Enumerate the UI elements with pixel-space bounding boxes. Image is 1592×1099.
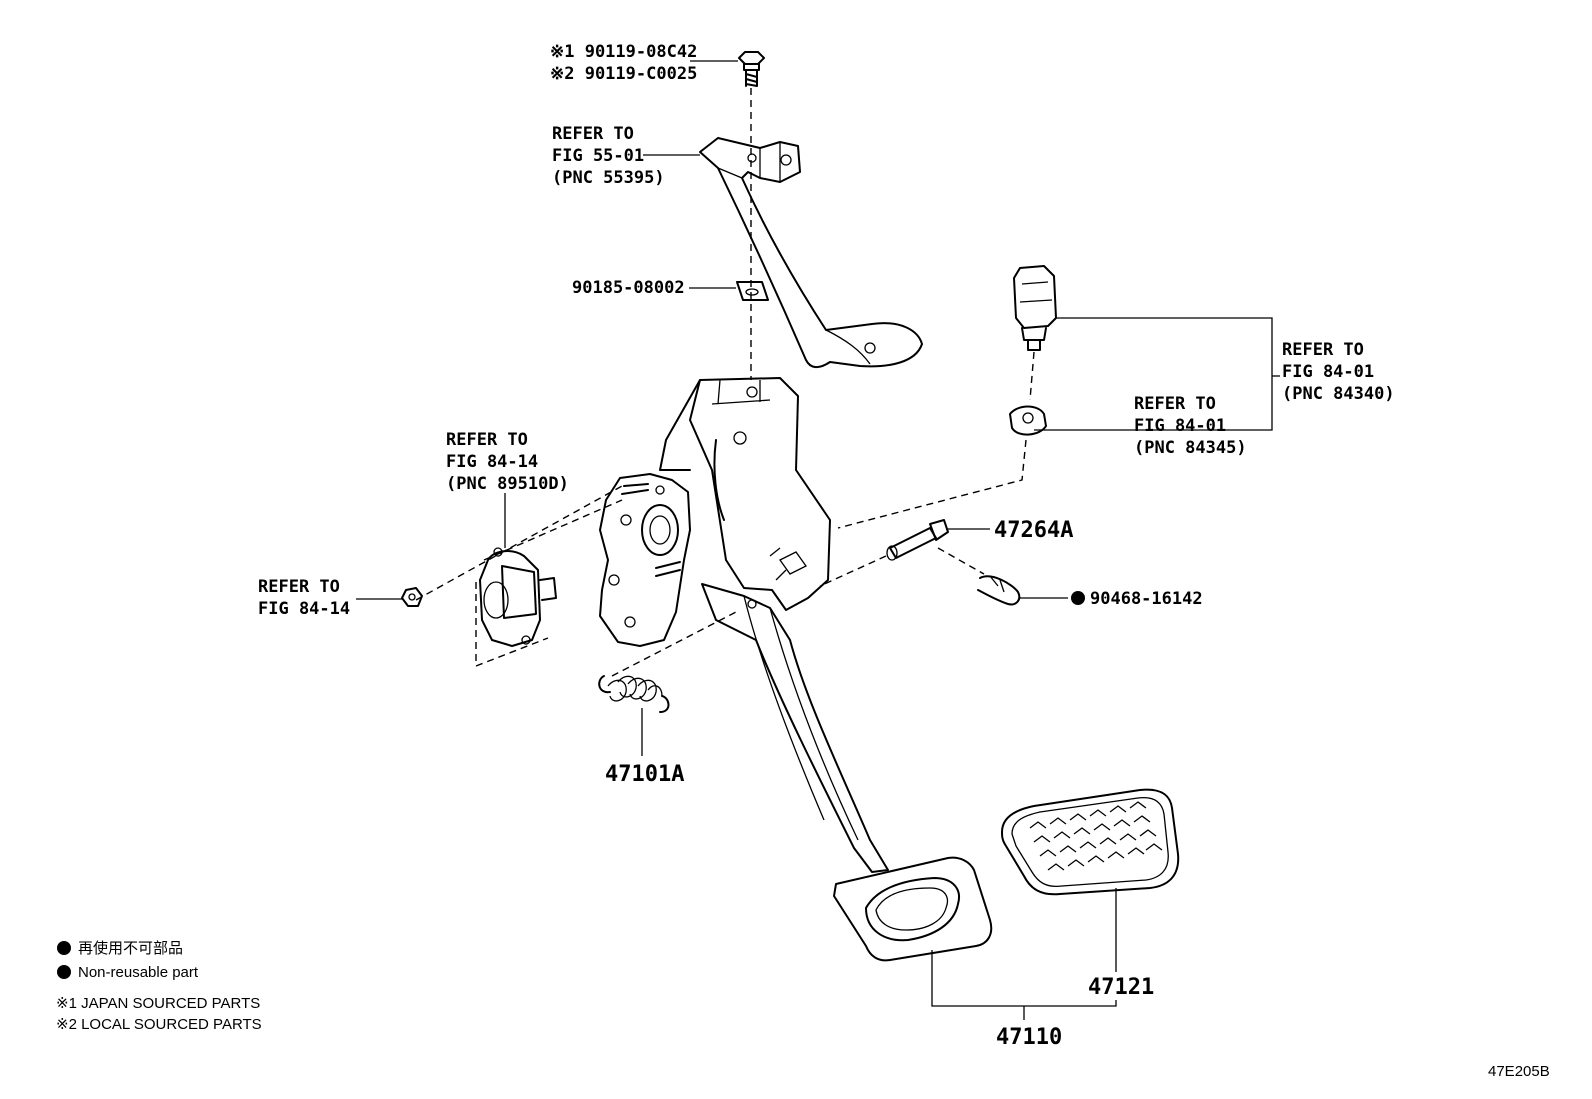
pedal-pin-47264A: [886, 519, 949, 561]
pedal-arm: [701, 583, 889, 873]
legend: 再使用不可部品 Non-reusable part ※1 JAPAN SOURC…: [56, 940, 262, 1033]
pedal-pad-47121: [1001, 788, 1180, 896]
label-bolt-japan: ※1 90119-08C42: [550, 42, 697, 62]
label-pin: 47264A: [994, 518, 1073, 543]
stop-lamp-switch: [1013, 265, 1057, 351]
pedal-foot-plate: [833, 856, 993, 962]
clip-nut-90185: [736, 281, 769, 301]
label-pedal-pad: 47121: [1088, 975, 1154, 1000]
sensor-nut: [401, 587, 423, 607]
bolt-90119: [738, 51, 765, 87]
ref-sensor-l3: (PNC 89510D): [446, 474, 569, 494]
ref-cushion-l3: (PNC 84345): [1134, 438, 1247, 458]
pedal-position-sensor: [479, 547, 557, 647]
legend-nonreusable-jp: 再使用不可部品: [78, 940, 183, 957]
legend-note-2: ※2 LOCAL SOURCED PARTS: [56, 1016, 262, 1033]
ref-cushion-l1: REFER TO: [1134, 394, 1216, 414]
ref-sensor-l2: FIG 84-14: [446, 452, 538, 472]
label-clip: 90468-16142: [1090, 589, 1203, 609]
ref-bracket-l3: (PNC 55395): [552, 168, 665, 188]
ref-bracket-l2: FIG 55-01: [552, 146, 644, 166]
ref-nut-l1: REFER TO: [258, 577, 340, 597]
nonreusable-marker: [1071, 591, 1085, 605]
label-pedal-assy: 47110: [996, 1025, 1062, 1050]
ref-bracket-l1: REFER TO: [552, 124, 634, 144]
legend-note-1: ※1 JAPAN SOURCED PARTS: [56, 995, 260, 1012]
figure-code: 47E205B: [1488, 1063, 1550, 1080]
legend-bullet-1: [57, 941, 71, 955]
legend-nonreusable-en: Non-reusable part: [78, 964, 199, 981]
pad-tread-pattern: [1029, 801, 1163, 871]
ref-switch-l3: (PNC 84340): [1282, 384, 1395, 404]
stop-switch-cushion: [1009, 405, 1047, 436]
legend-bullet-2: [57, 965, 71, 979]
ref-cushion-l2: FIG 84-01: [1134, 416, 1226, 436]
ref-switch-l2: FIG 84-01: [1282, 362, 1374, 382]
label-clip-nut: 90185-08002: [572, 278, 685, 298]
ref-nut-l2: FIG 84-14: [258, 599, 350, 619]
ref-sensor-l1: REFER TO: [446, 430, 528, 450]
ref-switch-l1: REFER TO: [1282, 340, 1364, 360]
upper-bracket: [699, 137, 923, 368]
label-bolt-local: ※2 90119-C0025: [550, 64, 697, 84]
return-spring-47101A: [598, 675, 670, 713]
clip-90468: [977, 575, 1021, 606]
pedal-support-bracket: [659, 377, 831, 611]
sensor-mounting-plate: [599, 473, 691, 647]
label-spring: 47101A: [605, 762, 684, 787]
